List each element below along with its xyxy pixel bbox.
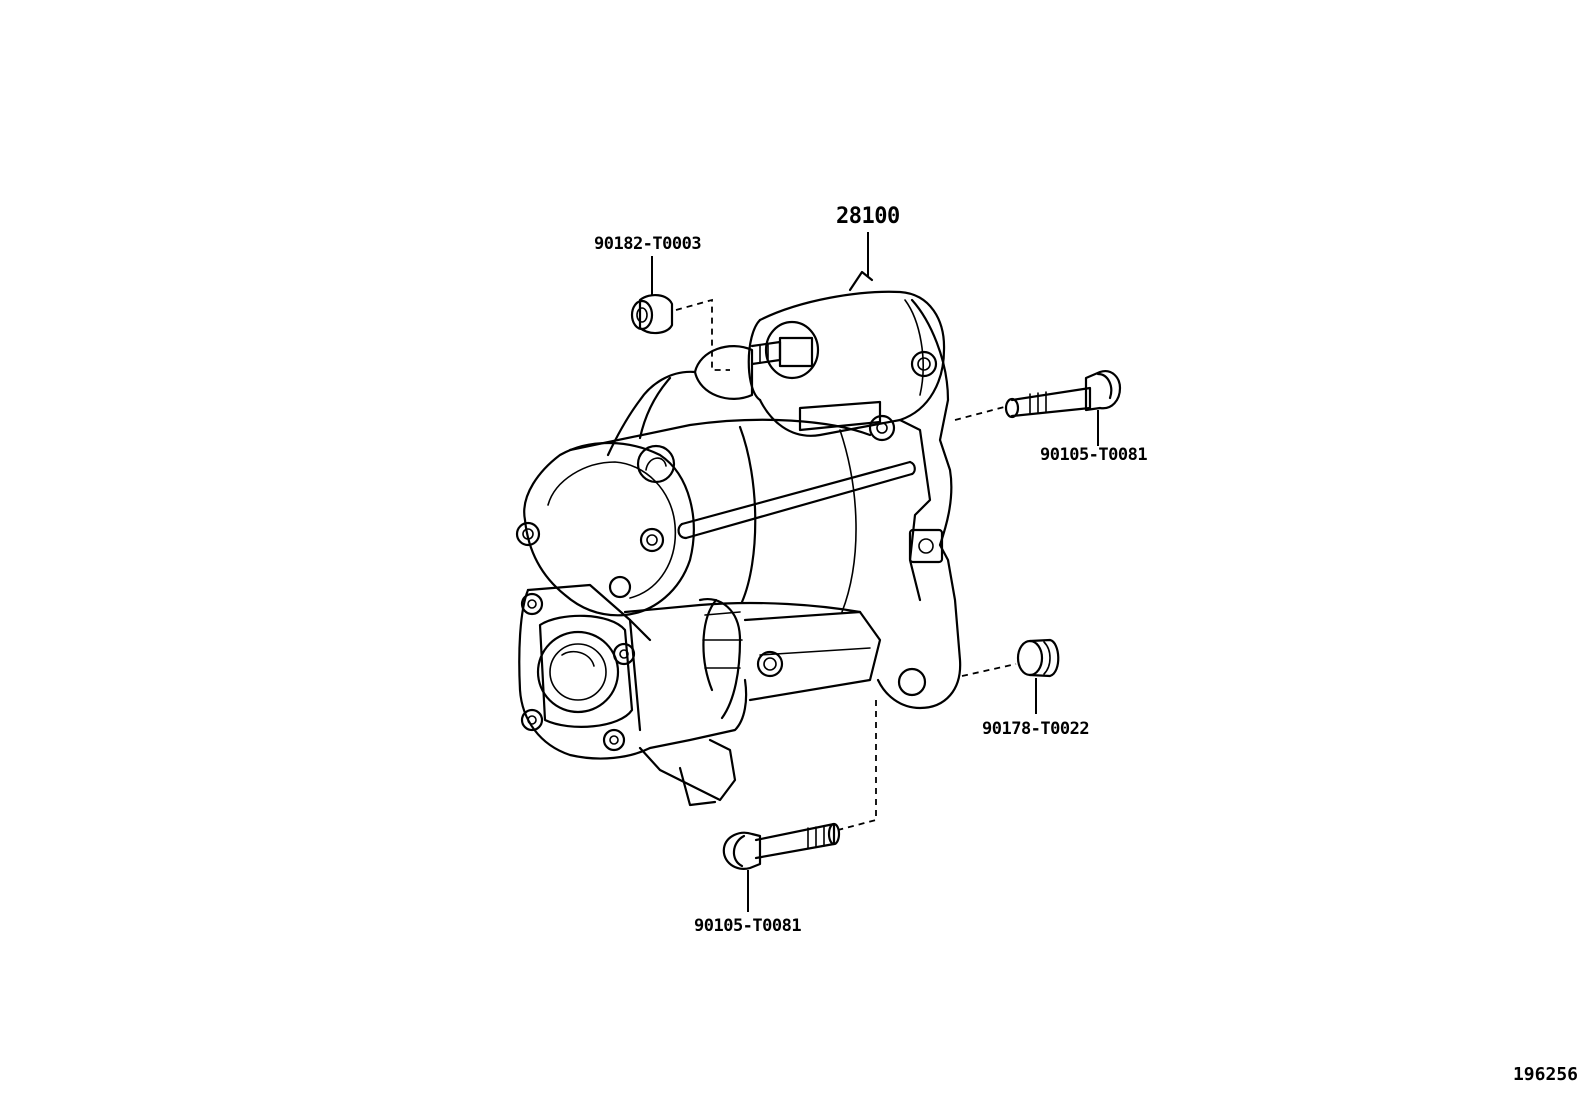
flange-nut [1016,638,1060,678]
label-90105-t0081-upper[interactable]: 90105-T0081 [1040,445,1148,465]
label-90182-t0003[interactable]: 90182-T0003 [594,234,702,254]
label-28100[interactable]: 28100 [836,204,900,229]
label-90178-t0022[interactable]: 90178-T0022 [982,719,1090,739]
terminal-nut [630,294,674,335]
label-90105-t0081-lower[interactable]: 90105-T0081 [694,916,802,936]
bolt-upper [1004,370,1122,419]
starter-assembly [515,270,962,807]
flange-nut-dash [961,663,1017,677]
terminal-nut-dash [675,298,730,371]
bolt-lower-dash [837,700,877,831]
figure-number: 196256 [1512,1064,1578,1085]
bolt-upper-dash [954,405,1009,421]
bolt-lower [722,822,841,870]
